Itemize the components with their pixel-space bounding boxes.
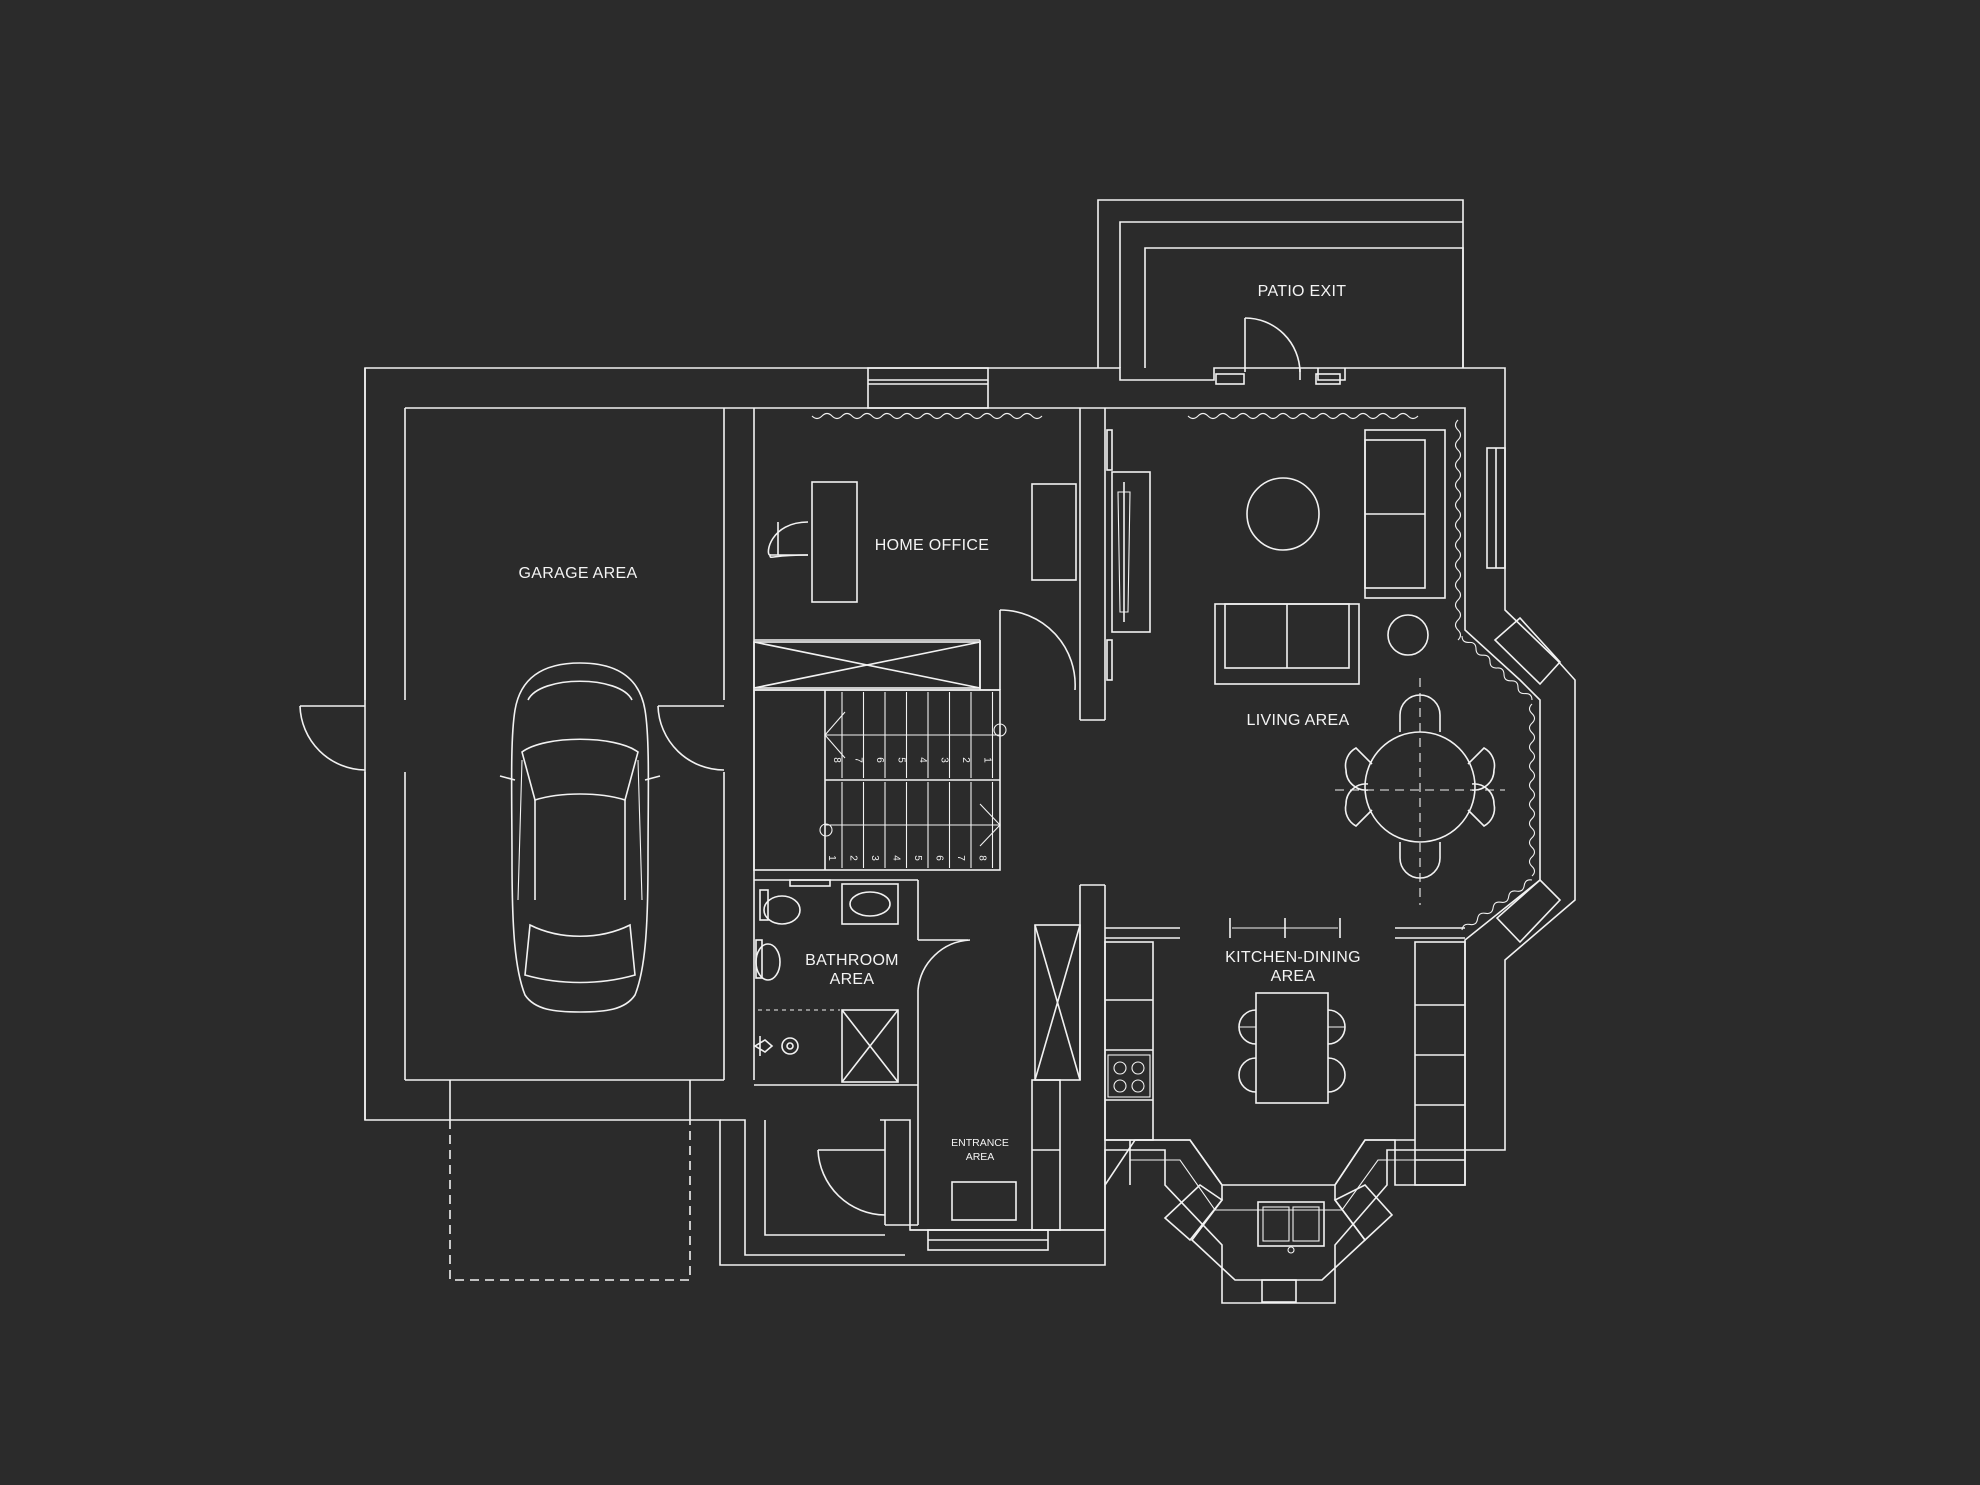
round-dining-table (1335, 678, 1505, 905)
garage: GARAGE AREA (299, 565, 725, 1281)
patio-structure: PATIO EXIT (1097, 199, 1464, 385)
bathroom: BATHROOM AREA (753, 879, 899, 1083)
stair-step-number: 6 (874, 757, 885, 763)
stair-step-number: 8 (831, 757, 842, 763)
stair-step-number: 5 (912, 855, 923, 861)
stair-step-number: 1 (826, 855, 837, 861)
interior-walls (753, 408, 1465, 1231)
stair-step-number: 5 (896, 757, 907, 763)
stair-step-number: 6 (934, 855, 945, 861)
stair-step-number: 8 (977, 855, 988, 861)
car-icon (499, 662, 661, 1013)
living-area: LIVING AREA (1106, 412, 1536, 931)
stair-step-number: 2 (848, 855, 859, 861)
garage-area-label: GARAGE AREA (519, 565, 638, 582)
kitchen-dining: KITCHEN-DINING AREA (1104, 941, 1466, 1254)
bathroom-label-line2: AREA (830, 971, 875, 988)
living-area-label: LIVING AREA (1247, 712, 1350, 729)
stair-step-number: 3 (939, 757, 950, 763)
home-office-label: HOME OFFICE (875, 537, 989, 554)
staircase: 8 1 7 2 6 3 5 4 4 5 3 6 2 7 1 8 (819, 692, 1007, 868)
stair-step-number: 7 (853, 757, 864, 763)
stair-step-number: 7 (955, 855, 966, 861)
stair-step-number: 4 (917, 757, 928, 763)
bathroom-label-line1: BATHROOM (805, 952, 899, 969)
entrance: ENTRANCE AREA (720, 924, 1081, 1256)
stair-step-number: 4 (891, 855, 902, 861)
home-office: HOME OFFICE (767, 412, 1077, 603)
windows (867, 367, 1562, 1303)
stair-step-number: 2 (960, 757, 971, 763)
entrance-label-line2: AREA (966, 1151, 995, 1163)
kitchen-label-line2: AREA (1271, 968, 1316, 985)
patio-exit-label: PATIO EXIT (1258, 283, 1347, 300)
stair-step-number: 1 (982, 757, 993, 763)
stair-step-number: 3 (869, 855, 880, 861)
entrance-label-line1: ENTRANCE (951, 1137, 1009, 1149)
kitchen-label-line1: KITCHEN-DINING (1225, 949, 1361, 966)
